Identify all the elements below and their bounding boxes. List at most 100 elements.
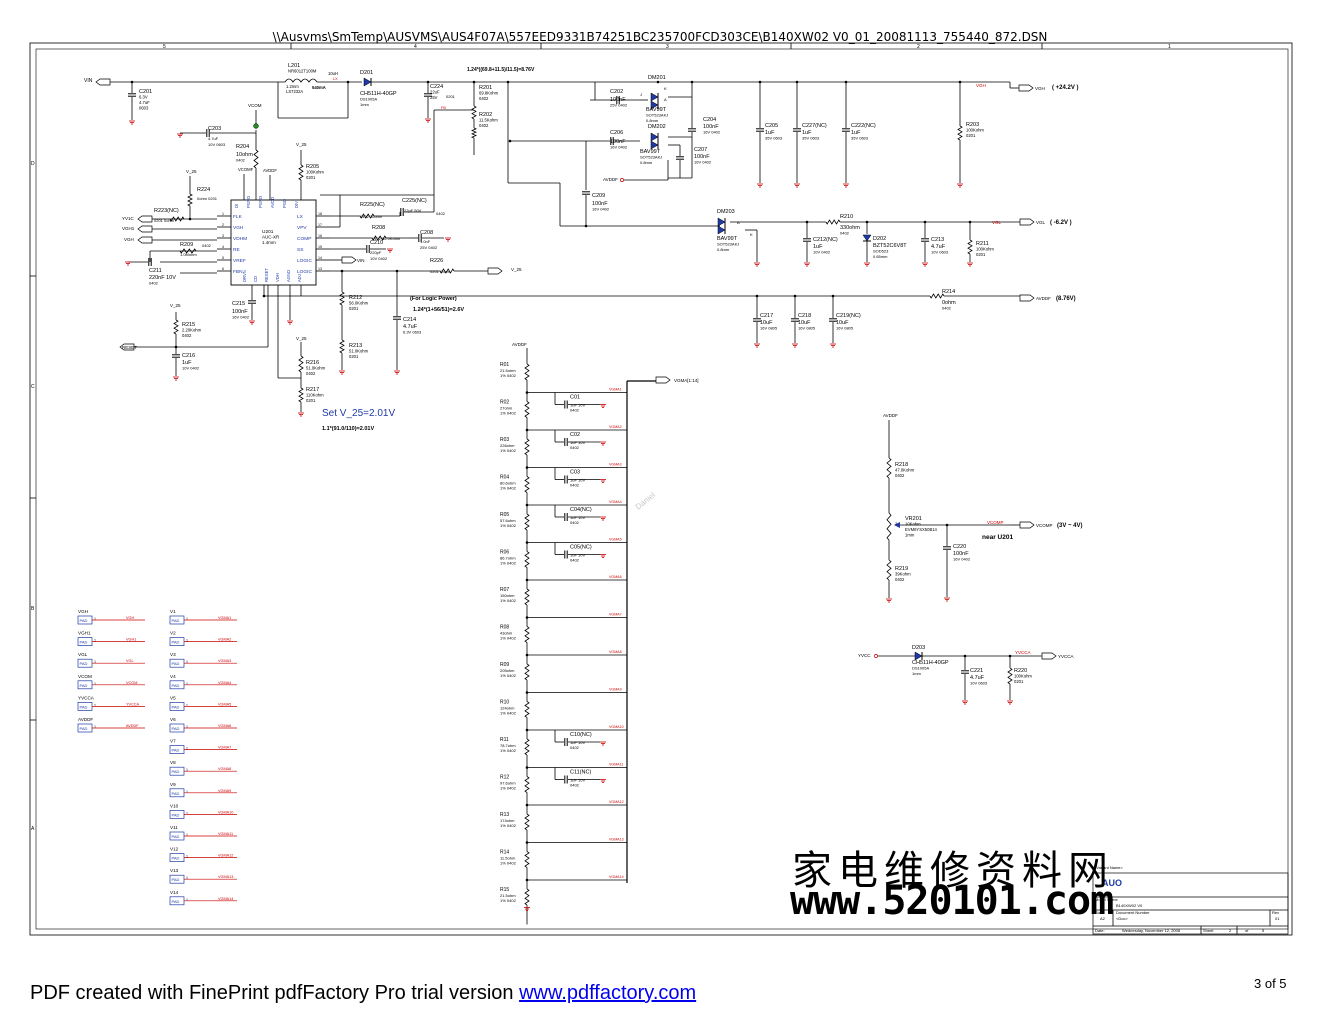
gamma-resistor-value: 226ohm [500, 443, 515, 448]
pin-number: 1 [186, 660, 188, 664]
pad-title: VGH [78, 609, 88, 614]
component-label: C209 [592, 193, 605, 199]
net-label: VCOMF [238, 167, 254, 172]
component-label: R215 [182, 322, 195, 328]
ground-icon [524, 907, 530, 911]
component-label: 1.0Mohm [180, 252, 197, 257]
pin-number: 1 [94, 703, 96, 707]
component-label: 1.4mm [262, 240, 276, 245]
diode-body [717, 217, 726, 227]
resistor-symbol [470, 127, 478, 139]
formula-annotation: 1.24*(1+56/51)=2.6V [413, 307, 464, 313]
pad-net-label: AVDDF [126, 724, 139, 728]
pad-title: V13 [170, 868, 179, 873]
gamma-resistor-ref: R13 [500, 812, 509, 818]
pad-title: V8 [170, 760, 176, 765]
component-label: R216 [306, 360, 319, 366]
pad-label: PAD [172, 834, 180, 839]
component-label: D203 [912, 645, 925, 651]
pin-number: 3 [222, 234, 224, 238]
component-label: C221 [970, 668, 983, 674]
component-label: 0.65mm [873, 254, 888, 259]
net-label-avddf: AVDDF [883, 413, 898, 418]
diode-symbol [650, 132, 659, 142]
diode-symbol [862, 234, 872, 242]
component-label: 10ohm [236, 152, 253, 158]
pad-net-label: VGMA4 [218, 681, 231, 685]
pad-label: PAD [80, 704, 88, 709]
footer-link[interactable]: www.pdffactory.com [519, 982, 697, 1004]
junction [508, 139, 512, 143]
port-label: RESET [122, 345, 137, 350]
pin-number: 1 [94, 682, 96, 686]
pin-number: 15 [318, 245, 322, 249]
formula-annotation: 1.24*((69.8+11.5)/11.5)=8.76V [467, 67, 535, 73]
ground-icon [804, 262, 810, 267]
faint-watermark: Daniel [634, 490, 658, 511]
annotation: Set V_25=2.01V [322, 408, 395, 419]
component-label: 16V 0805 [836, 326, 854, 331]
pad-net-label: YVCCA [126, 702, 140, 706]
gamma-cap-value: 1uF 10V [570, 403, 585, 408]
resistor-symbol [173, 319, 179, 335]
component-label: 10Kohm [905, 522, 921, 527]
component-label: 100nF [232, 309, 248, 315]
capacitor-symbol [564, 550, 568, 559]
ground-icon [886, 598, 892, 603]
gamma-resistor-spec: 1% 0402 [500, 823, 517, 828]
capacitor-symbol [564, 775, 568, 784]
pin-label: SS [297, 247, 303, 253]
pad-label: PAD [172, 748, 180, 753]
ground-icon [794, 183, 800, 188]
pin-number: 2 [895, 521, 898, 526]
capacitor-symbol [829, 318, 837, 322]
component-label: SOT523AKJ [640, 155, 662, 160]
pin-number: 1 [94, 617, 96, 621]
offpage-connector-icon [1019, 521, 1035, 529]
pad-title: V10 [170, 803, 179, 808]
component-label: 0201 [1014, 679, 1024, 684]
capacitor-symbol [676, 156, 684, 160]
component-label: 100nF [610, 139, 626, 145]
junction [584, 224, 588, 228]
pad-net-label: VGMA8 [218, 767, 231, 771]
junction [793, 294, 797, 298]
pad-label: PAD [80, 683, 88, 688]
resistor-symbol [524, 738, 530, 756]
component-label: 22uF [430, 90, 440, 95]
junction [865, 220, 869, 224]
component-label: 10V 0402 [182, 366, 200, 371]
component-label: 16V 0402 [232, 315, 250, 320]
capacitor-symbol [961, 670, 969, 674]
ground-icon [339, 370, 345, 375]
component-label: 1mm [360, 102, 370, 107]
resistor-symbol [359, 213, 375, 219]
component-label: C216 [182, 353, 195, 359]
ground-icon [967, 262, 973, 267]
component-label: C217 [760, 313, 773, 319]
pad-net-label: VGMA12 [218, 854, 233, 858]
resistor-symbol [967, 239, 973, 255]
gamma-resistor-ref: R12 [500, 775, 509, 781]
component-label: C218 [798, 313, 811, 319]
pad-label: PAD [172, 683, 180, 688]
component-label: 47.0Kohm [895, 468, 915, 473]
port-label: VIN [357, 258, 365, 263]
gamma-resistor-value: 80.6ohm [500, 481, 516, 486]
component-label: 0402 [306, 371, 316, 376]
zone-label: 2 [917, 44, 920, 50]
pad-label: PAD [172, 856, 180, 861]
resistor-symbol [298, 387, 304, 403]
gamma-resistor-value: 78.7ohm [500, 743, 516, 748]
junction [174, 345, 178, 349]
title-field-value: 5 [1262, 928, 1265, 933]
component-label: 0402 [840, 231, 850, 236]
zone-label: D [31, 161, 35, 167]
pin-number: 1 [94, 725, 96, 729]
wiper-arrow-icon [894, 522, 900, 528]
diode-body [650, 140, 659, 150]
junction [923, 220, 927, 224]
component-label: SOT523AKJ [717, 242, 739, 247]
junction [506, 80, 510, 84]
